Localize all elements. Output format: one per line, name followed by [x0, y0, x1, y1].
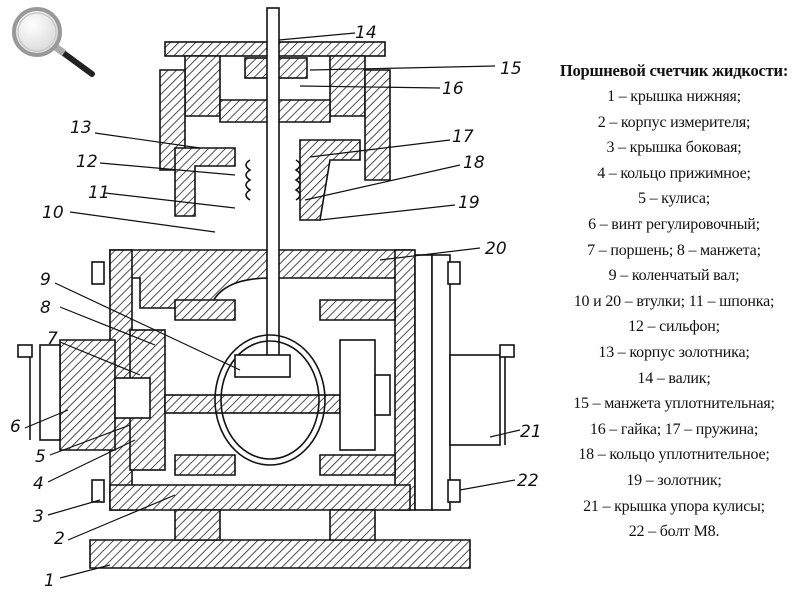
- legend-title: Поршневой счетчик жидкости:: [559, 61, 789, 80]
- callout-16: 16: [442, 79, 464, 99]
- eccentric-ring: [214, 334, 326, 466]
- right-flange: [414, 254, 433, 511]
- legend-item: 1 – крышка нижняя;: [607, 88, 741, 105]
- legend-item: 13 – корпус золотника;: [598, 343, 750, 361]
- legend-item: 12 – сильфон;: [628, 318, 720, 336]
- callout-7: 7: [47, 329, 58, 349]
- legend-item: 7 – поршень; 8 – манжета;: [587, 241, 761, 259]
- callout-22: 22: [517, 471, 539, 491]
- legend-item: 6 – винт регулировочный;: [588, 215, 760, 233]
- callout-20: 20: [485, 239, 507, 259]
- legend-item: 5 – кулиса;: [637, 190, 711, 208]
- callout-4: 4: [33, 474, 44, 494]
- legend-item: 15 – манжета уплотнительная;: [573, 395, 775, 413]
- shaft: [266, 7, 280, 359]
- callout-14: 14: [355, 23, 377, 43]
- legend-item: 3 – крышка боковая;: [606, 139, 742, 157]
- callout-21: 21: [520, 422, 542, 442]
- callout-10: 10: [42, 203, 64, 223]
- legend-item: 18 – кольцо уплотнительное;: [578, 446, 770, 464]
- legend-item: 22 – болт М8.: [628, 523, 720, 541]
- callout-6: 6: [10, 417, 21, 437]
- callout-11: 11: [88, 183, 110, 203]
- callout-13: 13: [70, 118, 92, 138]
- piston-meter-cross-section: 1 2 3 4 5 6 7 8 9 10 11 12 13 14 15 16 1…: [10, 7, 542, 591]
- callout-12: 12: [76, 152, 98, 172]
- legend-item: 2 – корпус измерителя;: [597, 113, 751, 131]
- legend-item: 16 – гайка; 17 – пружина;: [589, 420, 759, 438]
- legend-item: 4 – кольцо прижимное;: [597, 164, 751, 182]
- legend-item: 10 и 20 – втулки; 11 – шпонка;: [573, 292, 775, 310]
- legend-item: 21 – крышка упора кулисы;: [583, 497, 765, 515]
- bolt-bottom: [447, 479, 461, 503]
- spool-housing: [174, 147, 236, 217]
- callout-1: 1: [44, 571, 55, 591]
- callout-9: 9: [40, 270, 51, 290]
- callout-17: 17: [452, 127, 474, 147]
- magnifier-icon: [12, 7, 95, 77]
- crankshaft: [164, 394, 341, 414]
- legend-item: 14 – валик;: [637, 369, 711, 387]
- callout-2: 2: [54, 529, 65, 549]
- leader-lines: [24, 32, 521, 579]
- callout-3: 3: [33, 507, 44, 527]
- slider-stop-cover: [449, 354, 501, 446]
- callout-5: 5: [35, 447, 46, 467]
- bellows: [245, 159, 301, 201]
- adjusting-screw: [39, 344, 61, 441]
- callout-15: 15: [500, 59, 522, 79]
- bottom-cover: [89, 539, 471, 569]
- legend-item: 9 – коленчатый вал;: [608, 267, 740, 285]
- legend-item: 19 – золотник;: [626, 471, 722, 489]
- callout-8: 8: [40, 298, 51, 318]
- parts-legend: Поршневой счетчик жидкости: 1 – крышка н…: [548, 58, 800, 545]
- callout-18: 18: [463, 153, 485, 173]
- callout-19: 19: [458, 193, 480, 213]
- bolt-top: [447, 261, 461, 285]
